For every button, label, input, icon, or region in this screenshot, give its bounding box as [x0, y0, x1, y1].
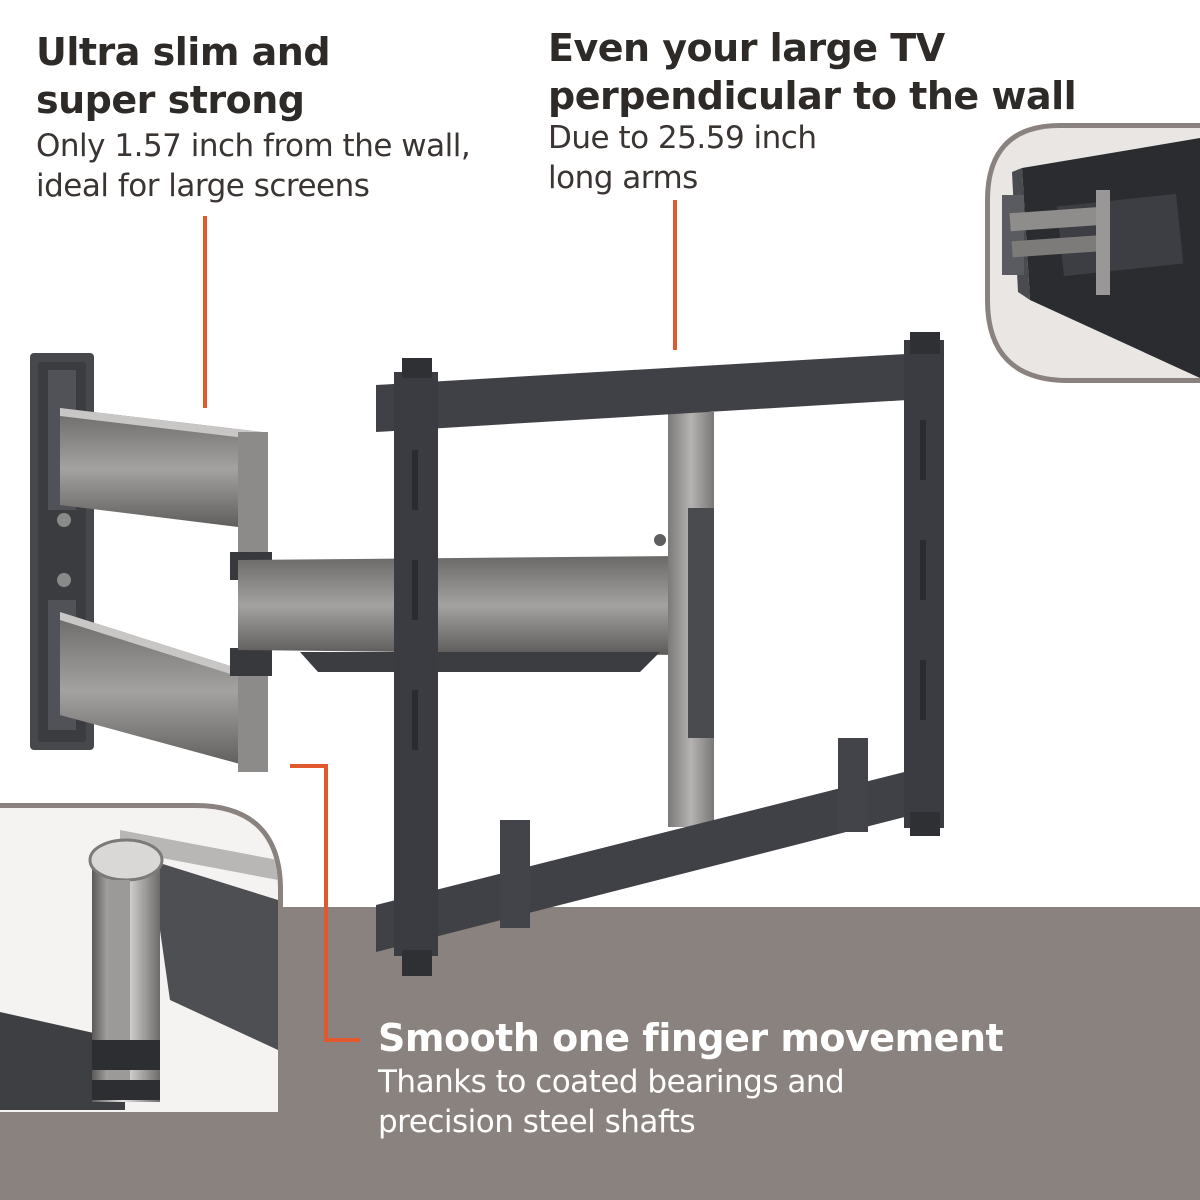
perpendicular-title-line-2: perpendicular to the wall [548, 74, 1077, 118]
slim-desc-line-1: Only 1.57 inch from the wall, [36, 128, 471, 164]
inset-bearing-detail [0, 803, 283, 1117]
perpendicular-desc-line-1: Due to 25.59 inch [548, 120, 817, 156]
callout-lines [203, 200, 677, 1042]
main-arm [238, 556, 680, 672]
slim-title-line-1: Ultra slim and [36, 30, 331, 74]
lower-arm [60, 552, 272, 772]
perpendicular-title-line-1: Even your large TV [548, 26, 945, 70]
upper-arm [60, 408, 268, 552]
movement-desc-line-1: Thanks to coated bearings and [378, 1064, 845, 1100]
inset-wall-view [985, 123, 1200, 383]
movement-title: Smooth one finger movement [378, 1016, 1004, 1060]
slim-title-line-2: super strong [36, 78, 305, 122]
slim-desc-line-2: ideal for large screens [36, 168, 370, 204]
center-spine [654, 412, 714, 827]
perpendicular-desc-line-2: long arms [548, 160, 698, 196]
tv-frame [376, 332, 944, 976]
movement-desc-line-2: precision steel shafts [378, 1104, 696, 1140]
